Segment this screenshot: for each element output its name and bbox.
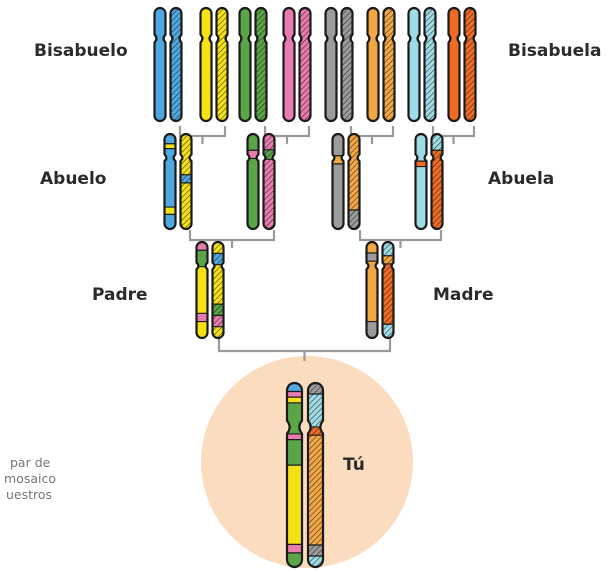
chromosome bbox=[211, 240, 225, 340]
grandfather-chromosome-pair bbox=[163, 132, 193, 231]
chromosome bbox=[366, 6, 380, 123]
father-chromosome-pair bbox=[195, 240, 225, 340]
chromosome bbox=[285, 381, 304, 569]
chromosome bbox=[153, 6, 167, 123]
great-grandparent-chromosome-pair bbox=[407, 6, 437, 123]
chromosome bbox=[199, 6, 213, 123]
grandmother-chromosome-pair bbox=[414, 132, 444, 231]
grandfather-chromosome-pair bbox=[246, 132, 276, 231]
chromosome bbox=[215, 6, 229, 123]
great-grandmother-label: Bisabuela bbox=[508, 41, 602, 61]
chromosome bbox=[365, 240, 379, 340]
chromosome bbox=[430, 132, 444, 231]
caption-text: par de mosaico uestros bbox=[0, 455, 80, 503]
great-grandparent-chromosome-pair bbox=[199, 6, 229, 123]
chromosome bbox=[254, 6, 268, 123]
chromosome bbox=[347, 132, 361, 231]
chromosome bbox=[179, 132, 193, 231]
chromosome-pairs bbox=[153, 6, 477, 569]
great-grandfather-label: Bisabuelo bbox=[34, 41, 128, 61]
great-grandparent-chromosome-pair bbox=[324, 6, 354, 123]
grandfather-label: Abuelo bbox=[40, 169, 107, 189]
chromosome bbox=[163, 132, 177, 231]
you-chromosome-pair bbox=[285, 381, 325, 569]
chromosome bbox=[246, 132, 260, 231]
chromosome bbox=[381, 240, 395, 340]
mother-label: Madre bbox=[433, 285, 494, 305]
great-grandparent-chromosome-pair bbox=[447, 6, 477, 123]
chromosome bbox=[447, 6, 461, 123]
father-label: Padre bbox=[92, 285, 148, 305]
caption-line: uestros bbox=[6, 487, 53, 502]
chromosome bbox=[195, 240, 209, 340]
chromosome bbox=[262, 132, 276, 231]
great-grandparent-chromosome-pair bbox=[153, 6, 183, 123]
chromosome bbox=[298, 6, 312, 123]
you-label: Tú bbox=[343, 455, 365, 475]
chromosome bbox=[324, 6, 338, 123]
chromosome bbox=[331, 132, 345, 231]
chromosome bbox=[340, 6, 354, 123]
chromosome bbox=[382, 6, 396, 123]
chromosome bbox=[414, 132, 428, 231]
chromosome bbox=[306, 381, 325, 569]
mother-chromosome-pair bbox=[365, 240, 395, 340]
chromosome bbox=[169, 6, 183, 123]
great-grandparent-chromosome-pair bbox=[366, 6, 396, 123]
caption-line: mosaico bbox=[4, 471, 56, 486]
chromosome bbox=[407, 6, 421, 123]
grandmother-chromosome-pair bbox=[331, 132, 361, 231]
grandmother-label: Abuela bbox=[488, 169, 555, 189]
lineage-connectors bbox=[178, 126, 476, 361]
caption-line: par de bbox=[10, 455, 51, 470]
great-grandparent-chromosome-pair bbox=[238, 6, 268, 123]
great-grandparent-chromosome-pair bbox=[282, 6, 312, 123]
chromosome bbox=[463, 6, 477, 123]
chromosome bbox=[238, 6, 252, 123]
chromosome bbox=[423, 6, 437, 123]
chromosome bbox=[282, 6, 296, 123]
